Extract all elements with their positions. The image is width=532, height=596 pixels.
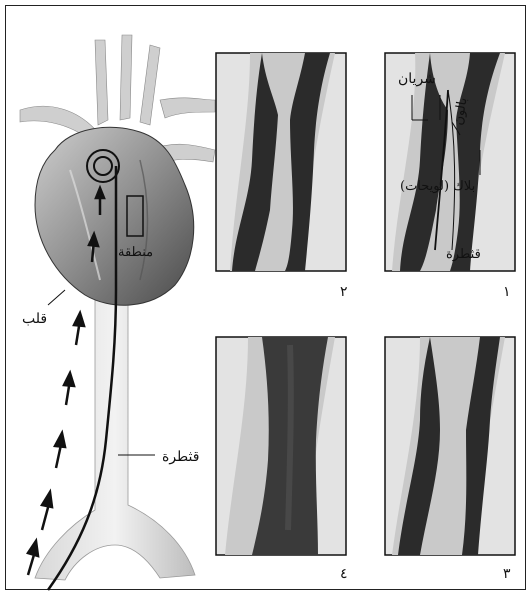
- panel-2-drawing: [216, 53, 346, 271]
- label-heart: قلب: [22, 312, 47, 326]
- panel-4-drawing: [216, 337, 346, 555]
- label-area: منطقة: [118, 246, 153, 259]
- label-catheter-main: قثطرة: [162, 450, 199, 464]
- label-catheter-panel: قثطرة: [446, 248, 481, 261]
- label-plaque: بلاك (لويحات): [400, 180, 475, 193]
- panel-2-number: ٢: [340, 284, 348, 300]
- panel-3-drawing: [385, 337, 515, 555]
- panel-1-number: ١: [503, 284, 511, 300]
- label-artery: شريان: [398, 72, 436, 86]
- panel-4-number: ٤: [340, 566, 348, 582]
- panel-3-number: ٣: [503, 566, 511, 582]
